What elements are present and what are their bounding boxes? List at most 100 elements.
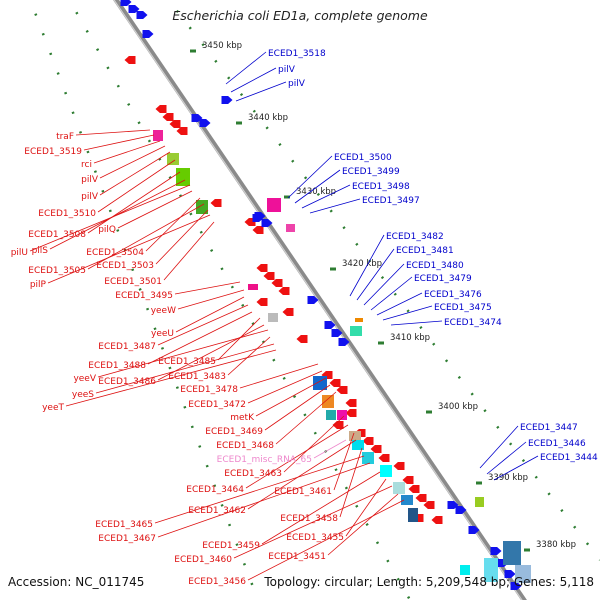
guide-dots — [167, 0, 600, 561]
forward-gene-arrow — [252, 214, 264, 222]
reverse-gene-label: traF — [56, 132, 74, 142]
reverse-leader-line — [97, 329, 269, 378]
reverse-gene-label: ECED1_3485 — [158, 357, 216, 367]
forward-gene-arrow — [331, 329, 343, 337]
reverse-gene-label: ECED1_3510 — [38, 209, 96, 219]
gene-block — [503, 541, 521, 565]
reverse-gene-arrow — [124, 56, 136, 64]
reverse-gene-label: ECED1_3464 — [186, 485, 244, 495]
forward-gene-arrow — [338, 338, 350, 346]
reverse-leader-line — [117, 190, 193, 229]
reverse-gene-label: pilV — [81, 192, 99, 202]
reverse-leader-line — [47, 214, 211, 284]
reverse-gene-label: ECED1_3467 — [98, 534, 156, 544]
reverse-leader-line — [147, 311, 253, 365]
forward-gene-label: ECED1_3497 — [362, 196, 420, 206]
gene-block — [153, 130, 163, 141]
reverse-gene-label: metK — [230, 413, 255, 423]
reverse-gene-label: ECED1_3483 — [168, 372, 226, 382]
reverse-gene-label: ECED1_3472 — [188, 400, 246, 410]
ruler-label: 3450 kbp — [202, 41, 242, 51]
forward-gene-arrow — [261, 219, 273, 227]
reverse-gene-label: ECED1_3504 — [86, 248, 144, 258]
forward-gene-arrow — [510, 582, 522, 590]
reverse-gene-label: ECED1_3519 — [24, 147, 82, 157]
forward-leader-line — [294, 169, 341, 204]
reverse-gene-label: ECED1_3468 — [216, 441, 274, 451]
reverse-leader-line — [247, 439, 357, 510]
reverse-gene-arrow — [332, 421, 344, 429]
misc-leader-line — [313, 439, 347, 459]
reverse-gene-arrow — [329, 379, 341, 387]
reverse-leader-line — [264, 384, 331, 431]
reverse-leader-line — [177, 289, 245, 310]
gene-block — [515, 565, 531, 583]
reverse-leader-line — [145, 197, 201, 252]
gene-block — [286, 224, 295, 232]
forward-gene-label: ECED1_3482 — [386, 232, 444, 242]
forward-gene-label: ECED1_3474 — [444, 318, 502, 328]
reverse-leader-line — [99, 145, 166, 179]
reverse-leader-line — [275, 391, 337, 445]
forward-gene-arrow — [504, 570, 516, 578]
forward-gene-label: ECED1_3475 — [434, 303, 492, 313]
reverse-gene-arrow — [169, 120, 181, 128]
reverse-gene-label: pilU — [11, 248, 28, 258]
reverse-gene-label: ECED1_3488 — [88, 361, 146, 371]
reverse-gene-label: ECED1_3462 — [188, 506, 246, 516]
reverse-gene-label: ECED1_3455 — [286, 533, 344, 543]
reverse-gene-arrow — [431, 516, 443, 524]
reverse-gene-arrow — [415, 494, 427, 502]
forward-gene-label: ECED1_3499 — [342, 167, 400, 177]
forward-gene-label: ECED1_3446 — [528, 439, 586, 449]
forward-gene-arrow — [455, 506, 467, 514]
reverse-leader-line — [163, 221, 215, 281]
forward-gene-label: ECED1_3518 — [268, 49, 326, 59]
reverse-gene-arrow — [271, 279, 283, 287]
forward-leader-line — [382, 305, 433, 321]
reverse-gene-label: pilQ — [98, 225, 116, 235]
reverse-gene-arrow — [423, 501, 435, 509]
reverse-gene-arrow — [378, 454, 390, 462]
forward-leader-line — [486, 441, 527, 475]
gene-block — [484, 558, 498, 582]
ruler-label: 3430 kbp — [296, 187, 336, 197]
reverse-gene-arrow — [345, 409, 357, 417]
gene-block — [460, 565, 470, 575]
reverse-gene-arrow — [370, 445, 382, 453]
reverse-gene-label: rci — [81, 160, 92, 170]
forward-gene-label: ECED1_3480 — [406, 261, 464, 271]
reverse-gene-arrow — [362, 437, 374, 445]
forward-gene-label: ECED1_3447 — [520, 423, 578, 433]
forward-leader-line — [301, 184, 351, 209]
reverse-leader-line — [174, 281, 241, 295]
forward-leader-line — [230, 67, 277, 93]
reverse-gene-label: yeeU — [151, 329, 174, 339]
reverse-leader-line — [155, 209, 209, 265]
forward-gene-label: ECED1_3500 — [334, 153, 392, 163]
reverse-gene-label: ECED1_3463 — [224, 469, 282, 479]
forward-gene-label: ECED1_3444 — [540, 453, 598, 463]
gene-block — [337, 410, 347, 420]
reverse-gene-arrow — [210, 199, 222, 207]
forward-gene-arrow — [142, 30, 154, 38]
gene-block — [393, 482, 405, 494]
gene-block — [326, 410, 336, 420]
forward-gene-label: ECED1_3481 — [396, 246, 454, 256]
genome-stats-label: Topology: circular; Length: 5,209,548 bp… — [264, 575, 594, 589]
reverse-leader-line — [233, 485, 393, 559]
reverse-gene-label: ECED1_3508 — [28, 230, 86, 240]
gene-block — [313, 376, 327, 390]
gene-block — [268, 313, 278, 322]
reverse-leader-line — [87, 171, 181, 234]
forward-leader-line — [235, 81, 287, 102]
reverse-gene-arrow — [296, 335, 308, 343]
reverse-leader-line — [239, 363, 319, 389]
ruler-label: 3410 kbp — [390, 333, 430, 343]
reverse-leader-line — [217, 317, 261, 361]
forward-gene-label: ECED1_3476 — [424, 290, 482, 300]
gene-block — [380, 465, 392, 477]
reverse-leader-line — [157, 304, 249, 346]
reverse-gene-label: yeeT — [42, 403, 64, 413]
